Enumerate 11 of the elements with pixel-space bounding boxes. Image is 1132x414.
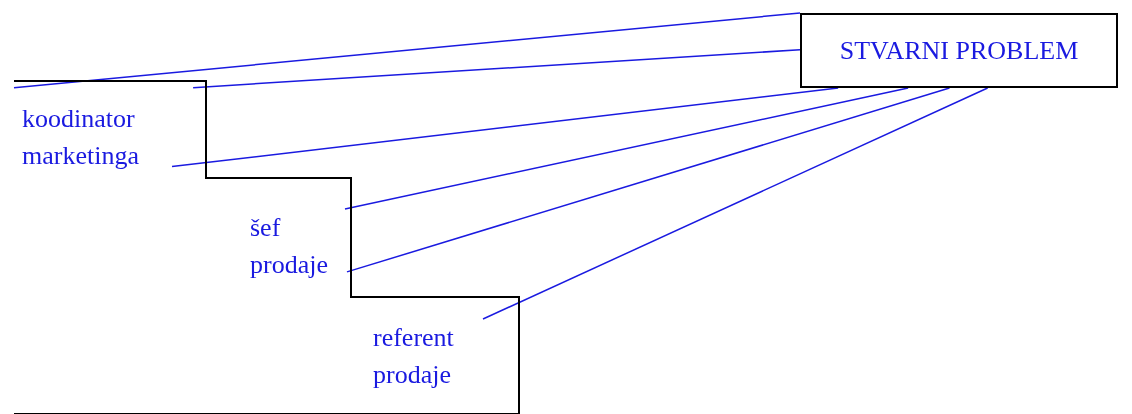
box-title: STVARNI PROBLEM bbox=[839, 35, 1079, 67]
leader-line bbox=[346, 87, 951, 273]
leader-line bbox=[13, 12, 801, 89]
role-label: referent prodaje bbox=[373, 322, 455, 391]
leader-line bbox=[482, 87, 989, 320]
problem-box bbox=[800, 13, 1118, 88]
leader-line bbox=[344, 87, 909, 210]
role-label: šef prodaje bbox=[250, 212, 329, 281]
leader-line bbox=[192, 49, 801, 89]
leader-line bbox=[171, 87, 839, 168]
role-label: koodinator marketinga bbox=[22, 103, 140, 172]
